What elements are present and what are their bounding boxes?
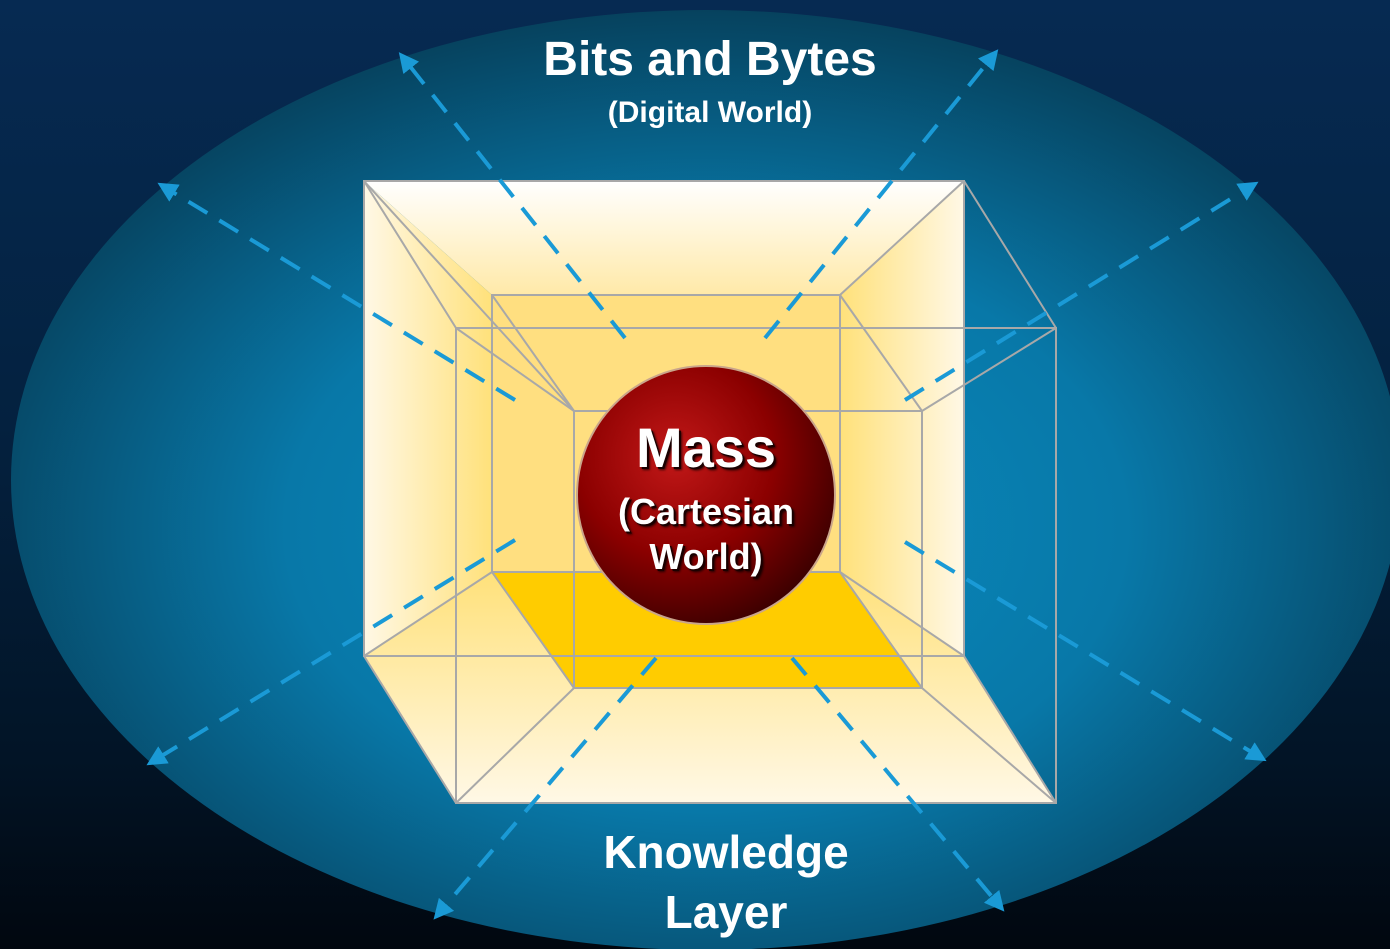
bottom-layer-subtitle: Layer	[664, 886, 788, 938]
arrow-right-down	[903, 540, 1267, 762]
arrow-up-left	[398, 52, 627, 340]
arrow-up-right	[763, 49, 999, 340]
arrow-left-up	[157, 182, 517, 402]
cube-floor	[492, 572, 922, 688]
cube-left-wall	[364, 181, 492, 656]
cube-top-wall	[364, 181, 964, 295]
cube-right-wall	[840, 181, 964, 656]
arrow-down-left	[433, 656, 658, 920]
core-subtitle-line1: (Cartesian	[617, 491, 795, 532]
radiating-arrows	[146, 49, 1267, 920]
outer-layer-subtitle: (Digital World)	[607, 96, 813, 129]
arrow-right-up	[903, 181, 1259, 402]
mass-sphere	[576, 365, 836, 625]
core-title: Mass	[635, 416, 777, 479]
core-subtitle-line2: World)	[649, 536, 763, 577]
outer-layer-title: Bits and Bytes	[543, 33, 877, 86]
arrow-down-right	[790, 656, 1005, 912]
bottom-layer-title: Knowledge	[603, 826, 849, 878]
